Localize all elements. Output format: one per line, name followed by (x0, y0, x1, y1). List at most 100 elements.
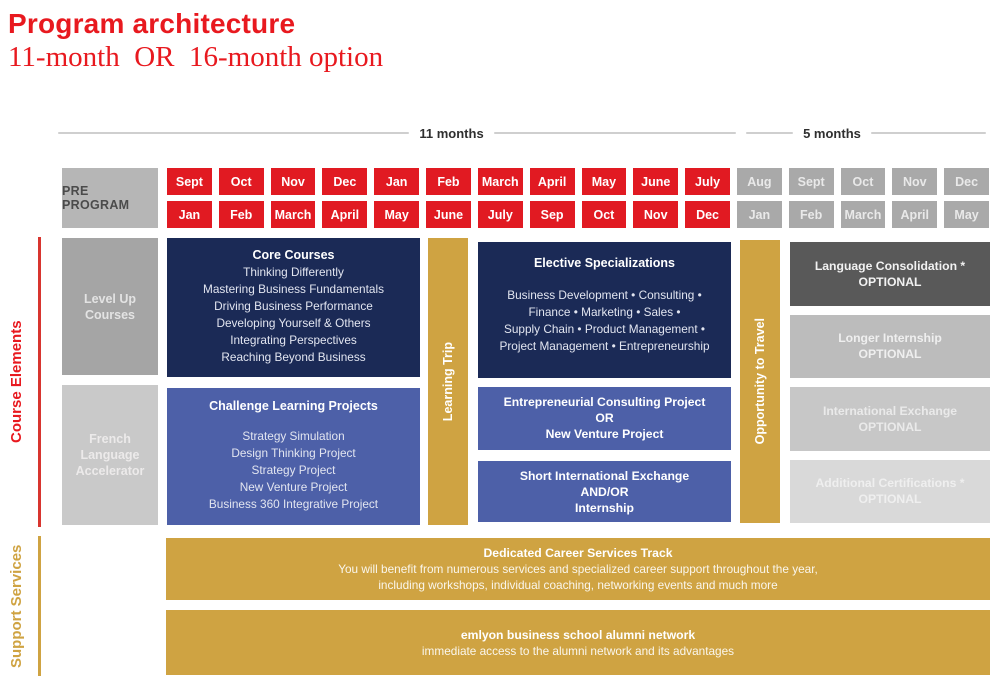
text-line: Thinking Differently (243, 265, 344, 279)
learning-trip-label: Learning Trip (441, 341, 455, 422)
text-line: Strategy Simulation (242, 429, 345, 443)
month-cell: Dec (322, 168, 368, 195)
text-line: OPTIONAL (858, 419, 922, 434)
text-line: New Venture Project (545, 427, 664, 441)
text-line: Developing Yourself & Others (216, 316, 371, 330)
month-cell: Aug (736, 168, 782, 195)
text-line: Business Development • Consulting • (507, 288, 702, 302)
timeline-line (746, 132, 794, 134)
text-line: Short International Exchange (519, 468, 690, 483)
text-line: Driving Business Performance (214, 299, 373, 313)
text-line: Strategy Project (251, 463, 336, 477)
level-up-courses-box: Level Up Courses (62, 238, 158, 375)
month-cell: July (477, 201, 523, 228)
month-cell: Oct (218, 168, 264, 195)
career-services-text: You will benefit from numerous services … (166, 561, 990, 593)
month-cell: Dec (685, 201, 730, 228)
pre-program-box: PRE PROGRAM (62, 168, 158, 228)
alumni-network-text: immediate access to the alumni network a… (166, 643, 990, 659)
text-line: International Exchange (822, 403, 958, 418)
text-line: Business 360 Integrative Project (208, 497, 379, 511)
timeline-5-months: 5 months (746, 125, 986, 141)
month-cell: March (840, 201, 886, 228)
month-cell: Feb (218, 201, 264, 228)
optional-box: Language Consolidation *OPTIONAL (790, 242, 990, 306)
text-line: Additional Certifications * (815, 476, 965, 491)
text-line: New Venture Project (239, 480, 348, 494)
challenge-learning-projects-title: Challenge Learning Projects (209, 399, 378, 413)
text-line: Language Consolidation * (814, 258, 966, 273)
alumni-network-title: emlyon business school alumni network (460, 627, 696, 642)
text-line: Design Thinking Project (231, 446, 356, 460)
timeline-label-5-months: 5 months (803, 125, 861, 141)
month-cell: April (322, 201, 368, 228)
month-cell: Jan (374, 168, 420, 195)
timeline-label-11-months: 11 months (419, 125, 484, 141)
text-line: Supply Chain • Product Management • (503, 322, 706, 336)
timeline-11-months: 11 months (58, 125, 736, 141)
optional-box: Additional Certifications *OPTIONAL (790, 459, 990, 523)
elective-specializations-box: Elective Specializations Business Develo… (478, 242, 731, 378)
month-cell: Jan (736, 201, 782, 228)
text-line: Internship (575, 500, 634, 515)
page-title: Program architecture (8, 8, 296, 39)
french-language-accelerator-box: French Language Accelerator (62, 385, 158, 525)
opportunity-to-travel-label: Opportunity to Travel (753, 318, 767, 445)
timeline-line (58, 132, 410, 134)
month-cell: May (374, 201, 420, 228)
career-services-title: Dedicated Career Services Track (483, 546, 673, 560)
month-cell: July (685, 168, 730, 195)
month-cell: Nov (270, 168, 316, 195)
career-services-box: Dedicated Career Services Track You will… (166, 538, 990, 600)
text-line: Reaching Beyond Business (221, 350, 366, 364)
month-cell: June (426, 201, 471, 228)
text-line: including workshops, individual coaching… (378, 578, 778, 592)
month-cell: Jan (167, 201, 212, 228)
month-cell: March (477, 168, 523, 195)
text-line: Integrating Perspectives (230, 333, 357, 347)
month-cell: Sep (529, 201, 575, 228)
section-label-course-elements: Course Elements (8, 320, 25, 443)
month-cell: Oct (840, 168, 886, 195)
month-cell: Feb (788, 201, 834, 228)
month-cell: Oct (581, 201, 627, 228)
text-line: OR (595, 411, 614, 425)
month-cell: April (892, 201, 938, 228)
timeline-line (870, 132, 986, 134)
learning-trip-bar: Learning Trip (428, 238, 468, 525)
elective-specializations-list: Business Development • Consulting •Finan… (478, 287, 731, 355)
text-line: OPTIONAL (858, 274, 922, 289)
challenge-learning-projects-box: Challenge Learning Projects Strategy Sim… (167, 388, 420, 525)
text-line: Mastering Business Fundamentals (203, 282, 384, 296)
month-cell: Nov (633, 201, 679, 228)
text-line: immediate access to the alumni network a… (421, 643, 735, 658)
month-cell: Dec (944, 168, 989, 195)
month-cell: April (529, 168, 575, 195)
text-line: Entrepreneurial Consulting Project (503, 395, 706, 409)
text-line: OPTIONAL (858, 347, 922, 362)
core-courses-title: Core Courses (252, 248, 335, 262)
text-line: Longer Internship (838, 331, 942, 346)
month-cell: March (270, 201, 316, 228)
month-cell: May (944, 201, 989, 228)
alumni-network-box: emlyon business school alumni network im… (166, 610, 990, 675)
month-cell: May (581, 168, 627, 195)
month-cell: June (633, 168, 679, 195)
course-elements-rule (38, 237, 41, 527)
section-label-support-services: Support Services (8, 544, 25, 668)
text-line: Project Management • Entrepreneurship (499, 339, 710, 353)
month-cell: Feb (426, 168, 471, 195)
text-line: AND/OR (580, 484, 629, 499)
support-services-rule (38, 536, 41, 676)
page-subtitle: 11-month OR 16-month option (8, 41, 384, 73)
month-cell: Sept (788, 168, 834, 195)
text-line: You will benefit from numerous services … (338, 562, 818, 576)
